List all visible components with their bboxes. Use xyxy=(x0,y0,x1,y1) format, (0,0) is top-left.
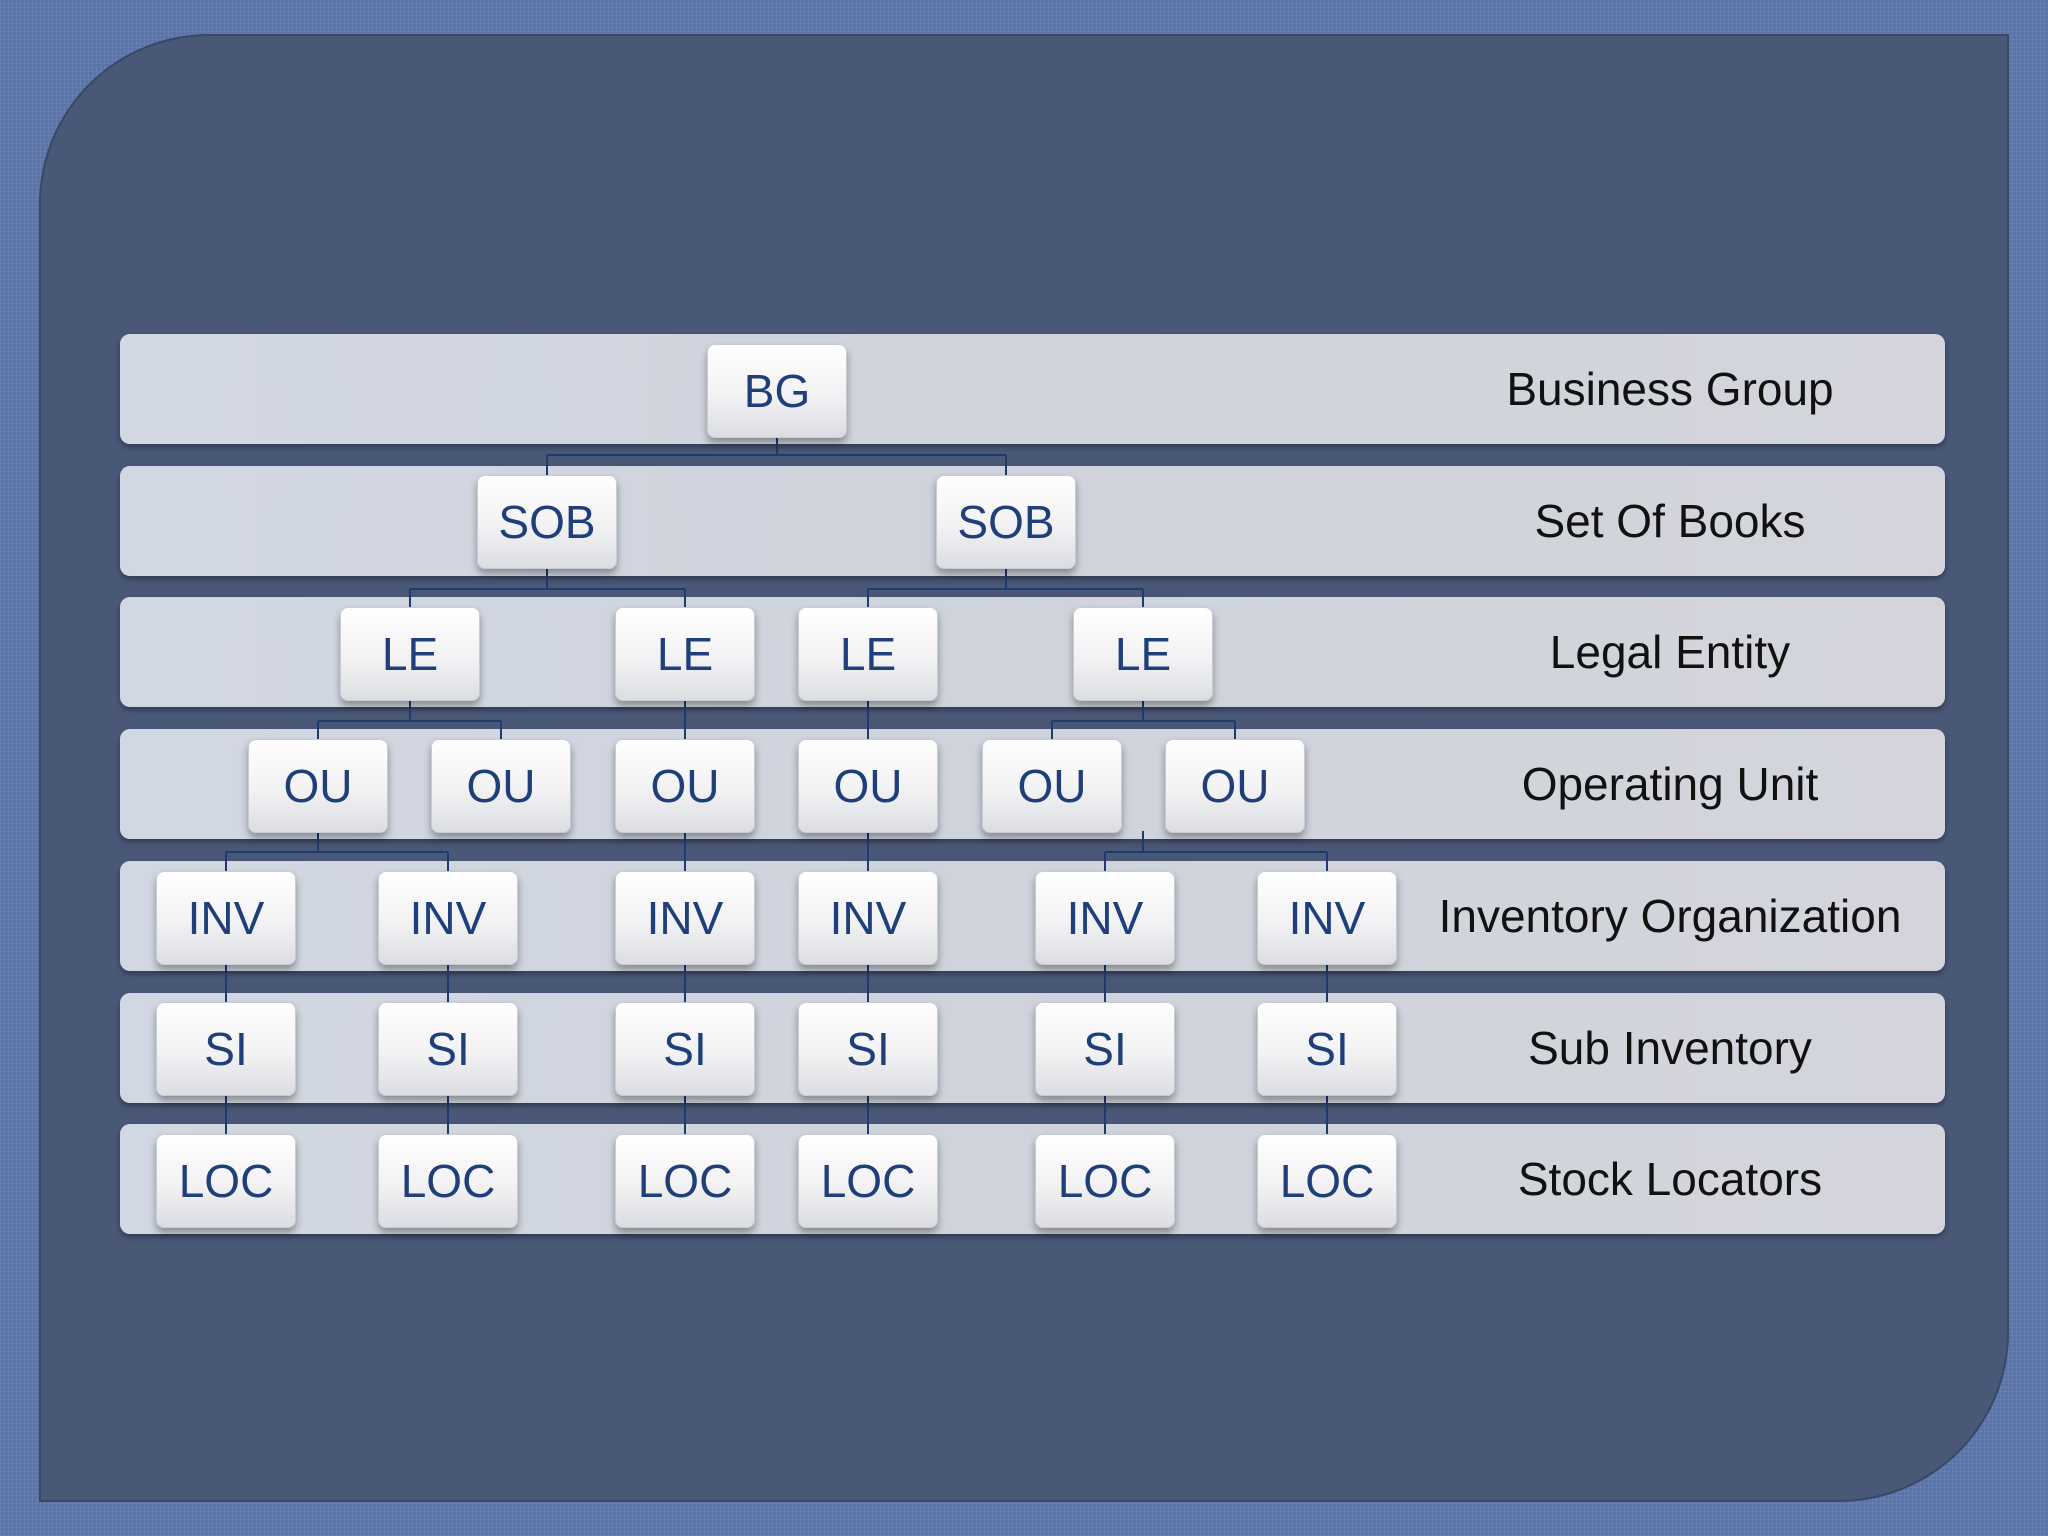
band-business-group: Business Group xyxy=(120,334,1945,444)
node-inventory-org-2: INV xyxy=(378,871,518,965)
node-stock-locator-1: LOC xyxy=(156,1134,296,1228)
node-legal-entity-1: LE xyxy=(340,607,480,701)
level-label-set-of-books: Set Of Books xyxy=(1534,495,1806,547)
node-stock-locator-6: LOC xyxy=(1257,1134,1397,1228)
node-inventory-org-1: INV xyxy=(156,871,296,965)
node-inventory-org-6: INV xyxy=(1257,871,1397,965)
node-legal-entity-2: LE xyxy=(615,607,755,701)
node-sub-inventory-4: SI xyxy=(798,1002,938,1096)
level-label-sub-inventory: Sub Inventory xyxy=(1528,1022,1812,1074)
node-operating-unit-3: OU xyxy=(615,739,755,833)
node-stock-locator-3: LOC xyxy=(615,1134,755,1228)
level-label-stock-locators: Stock Locators xyxy=(1517,1153,1823,1205)
node-stock-locator-5: LOC xyxy=(1035,1134,1175,1228)
node-stock-locator-4: LOC xyxy=(798,1134,938,1228)
node-inventory-org-5: INV xyxy=(1035,871,1175,965)
node-operating-unit-4: OU xyxy=(798,739,938,833)
node-sub-inventory-5: SI xyxy=(1035,1002,1175,1096)
node-inventory-org-3: INV xyxy=(615,871,755,965)
level-label-business-group: Business Group xyxy=(1506,363,1834,415)
node-operating-unit-6: OU xyxy=(1165,739,1305,833)
node-sub-inventory-2: SI xyxy=(378,1002,518,1096)
node-set-of-books-1: SOB xyxy=(477,475,617,569)
node-sub-inventory-6: SI xyxy=(1257,1002,1397,1096)
node-business-group: BG xyxy=(707,344,847,438)
node-inventory-org-4: INV xyxy=(798,871,938,965)
node-set-of-books-2: SOB xyxy=(936,475,1076,569)
node-legal-entity-4: LE xyxy=(1073,607,1213,701)
node-sub-inventory-1: SI xyxy=(156,1002,296,1096)
node-stock-locator-2: LOC xyxy=(378,1134,518,1228)
level-label-inventory-organization: Inventory Organization xyxy=(1438,890,1902,942)
node-operating-unit-2: OU xyxy=(431,739,571,833)
node-legal-entity-3: LE xyxy=(798,607,938,701)
node-sub-inventory-3: SI xyxy=(615,1002,755,1096)
level-label-operating-unit: Operating Unit xyxy=(1521,758,1819,810)
node-operating-unit-5: OU xyxy=(982,739,1122,833)
level-label-legal-entity: Legal Entity xyxy=(1549,626,1791,678)
node-operating-unit-1: OU xyxy=(248,739,388,833)
